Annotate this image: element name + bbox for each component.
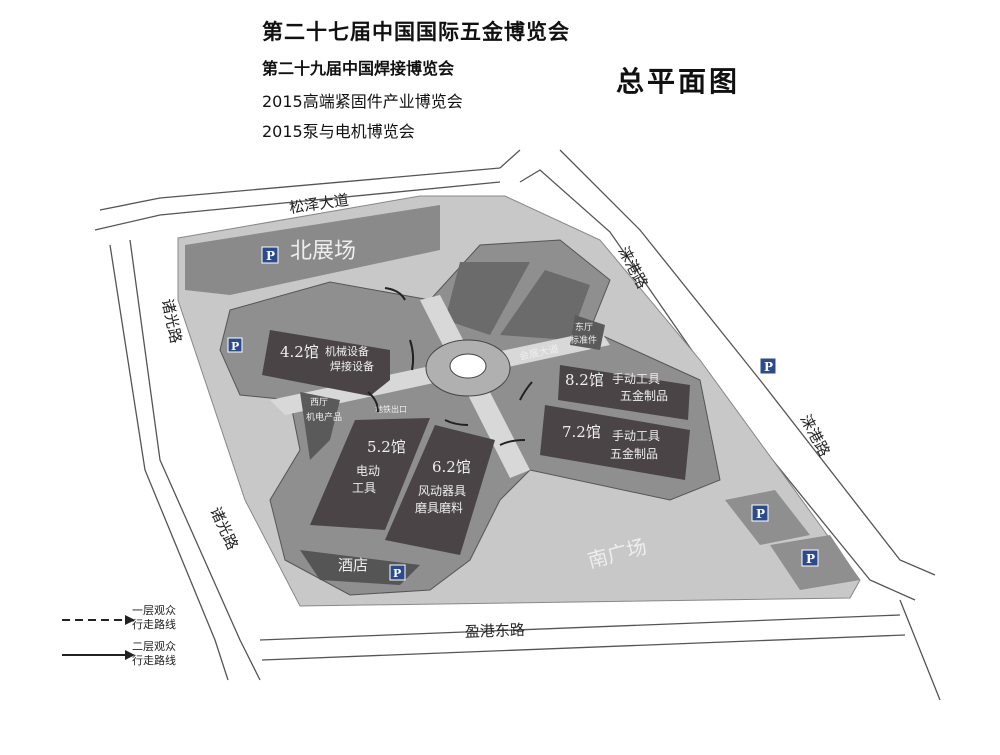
- east-hall-desc: 标准件: [570, 334, 597, 346]
- roundabout-center: [449, 353, 487, 379]
- road-yinggang-east: 盈港东路: [465, 621, 526, 641]
- title-fastener-expo: 2015高端紧固件产业博览会: [262, 92, 463, 111]
- hall-7-2-number: 7.2馆: [562, 423, 601, 441]
- west-hall: [300, 392, 340, 460]
- hall-8-2-desc1: 手动工具: [612, 372, 660, 386]
- road-zhuguang-south: 诸光路: [206, 504, 241, 552]
- hall-4-2: [262, 330, 390, 396]
- hall-8-2-desc2: 五金制品: [620, 388, 668, 403]
- parking-icon: P: [764, 360, 773, 374]
- hall-7-2: [540, 405, 690, 480]
- legend-2-line2: 行走路线: [132, 653, 176, 667]
- hall-5-2-desc2: 工具: [352, 481, 376, 495]
- parking-icon: P: [756, 507, 765, 521]
- hall-6-2-desc2: 磨具磨料: [415, 501, 463, 515]
- hall-6-2-desc1: 风动器具: [418, 484, 466, 498]
- hall-8-2: [558, 365, 690, 420]
- legend-1-line1: 一层观众: [132, 604, 176, 617]
- hall-5-2-number: 5.2馆: [367, 438, 406, 456]
- title-welding-expo: 第二十九届中国焊接博览会: [262, 59, 455, 78]
- parking-icon: P: [393, 567, 401, 580]
- north-plaza-label: 北展场: [290, 239, 356, 264]
- hall-4-2-desc2: 焊接设备: [330, 359, 374, 373]
- hall-6-2-number: 6.2馆: [432, 458, 471, 476]
- map-title: 总平面图: [616, 65, 741, 98]
- parking-markers: P P P P P P: [227, 246, 860, 590]
- title-hardware-expo: 第二十七届中国国际五金博览会: [262, 20, 570, 44]
- east-hall: [570, 315, 605, 350]
- parking-icon: P: [266, 249, 275, 263]
- hall-8-2-number: 8.2馆: [565, 371, 604, 389]
- road-laigang-south: 涞港路: [796, 411, 833, 459]
- visitor-route-arrows: [367, 287, 533, 446]
- road-lines: [94, 149, 941, 701]
- parking-icon: P: [806, 552, 815, 566]
- hall-6-2: [385, 425, 495, 555]
- north-hall-a: [445, 262, 530, 335]
- legend-2-line1: 二层观众: [132, 640, 176, 653]
- hall-5-2-desc1: 电动: [356, 464, 380, 478]
- north-plaza: [185, 205, 440, 295]
- north-hall-b: [500, 270, 590, 340]
- hotel-label: 酒店: [338, 556, 368, 574]
- west-hall-name: 西厅: [310, 397, 328, 408]
- west-hall-desc: 机电产品: [306, 411, 342, 423]
- legend-1-line2: 行走路线: [132, 617, 176, 631]
- hall-4-2-desc1: 机械设备: [325, 344, 369, 358]
- metro-exit-label: 地铁出口: [375, 404, 407, 414]
- east-hall-name: 东厅: [575, 321, 593, 333]
- parking-icon: P: [231, 340, 239, 353]
- hall-4-2-number: 4.2馆: [280, 343, 319, 361]
- hall-7-2-desc1: 手动工具: [612, 429, 660, 443]
- hall-5-2: [310, 418, 430, 530]
- hall-7-2-desc2: 五金制品: [610, 446, 658, 461]
- title-pump-expo: 2015泵与电机博览会: [262, 122, 415, 141]
